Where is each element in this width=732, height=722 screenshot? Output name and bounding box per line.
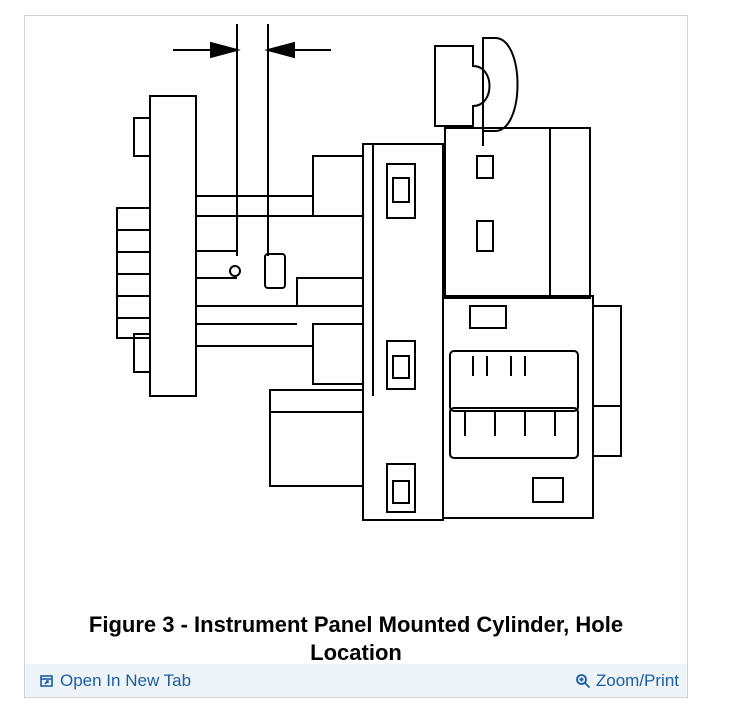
figure-frame: Figure 3 - Instrument Panel Mounted Cyli…	[24, 15, 688, 698]
figure-footer: Open In New Tab Zoom/Print	[25, 664, 687, 697]
magnifier-zoom-icon	[575, 674, 590, 689]
dimension-arrows	[173, 24, 331, 256]
caption-line-2: Location	[310, 640, 402, 665]
cylinder-diagram	[116, 24, 622, 521]
switch-housing	[269, 143, 444, 521]
cylinder-shaft	[196, 155, 364, 385]
zoom-print-link[interactable]: Zoom/Print	[575, 671, 679, 691]
top-connector	[434, 37, 591, 299]
open-in-new-tab-link[interactable]: Open In New Tab	[39, 671, 191, 691]
open-in-new-tab-label: Open In New Tab	[60, 671, 192, 690]
open-in-new-tab-icon	[40, 675, 53, 687]
caption-line-1: Figure 3 - Instrument Panel Mounted Cyli…	[88, 612, 624, 637]
figure-caption: Figure 3 - Instrument Panel Mounted Cyli…	[25, 611, 687, 667]
lower-connector	[442, 295, 622, 519]
zoom-print-label: Zoom/Print	[595, 671, 679, 690]
mounting-plate	[116, 95, 197, 397]
